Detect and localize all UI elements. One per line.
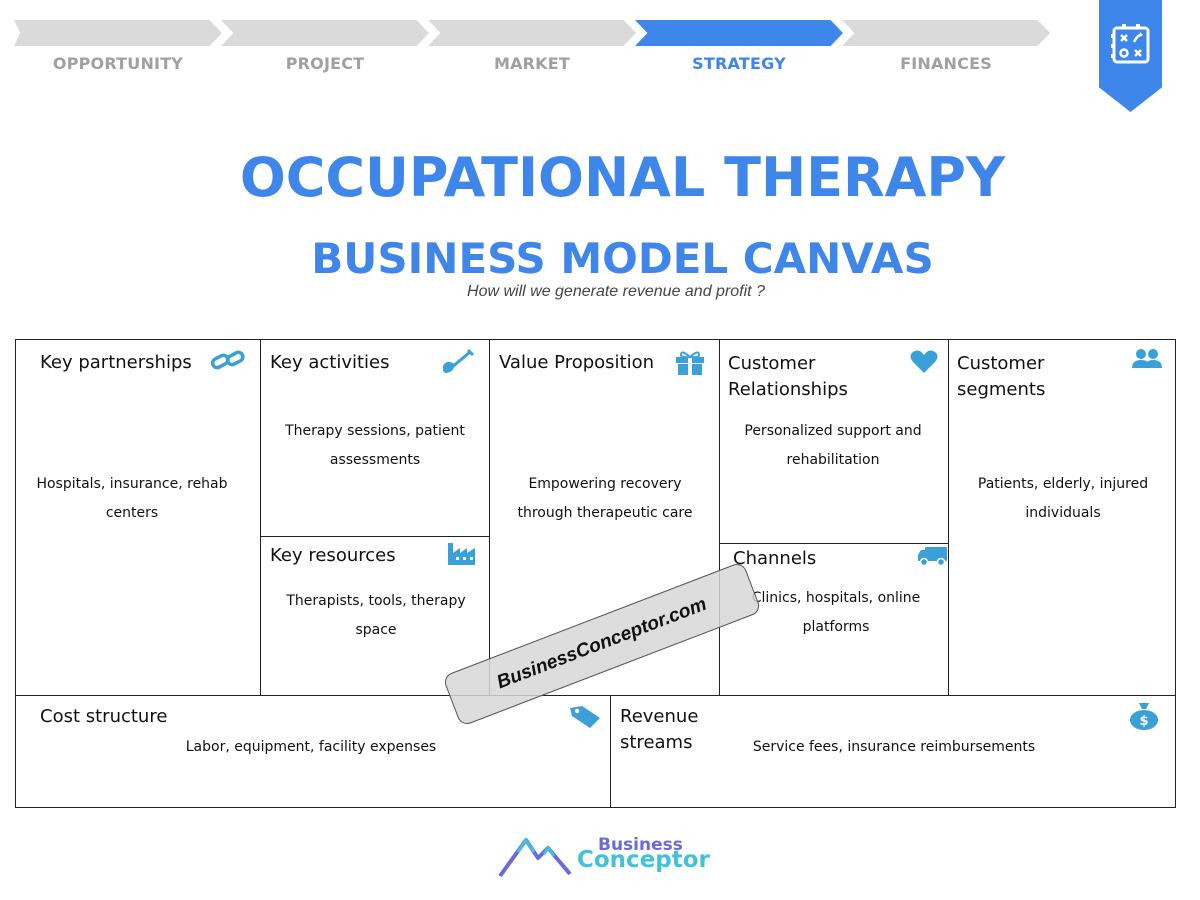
link-icon <box>210 350 245 370</box>
heart-icon <box>910 350 938 373</box>
key-partnerships-cell: Key partnerships Hospitals, insurance, r… <box>15 339 261 696</box>
cost-structure-cell: Cost structure Labor, equipment, facilit… <box>15 695 611 808</box>
factory-icon <box>448 543 475 565</box>
cell-text: Hospitals, insurance, rehab centers <box>36 476 228 521</box>
cell-title: Key resources <box>270 545 396 566</box>
business-conceptor-logo[interactable]: Business Conceptor <box>498 828 710 878</box>
strategy-bookmark[interactable] <box>1099 0 1162 112</box>
shovel-icon <box>442 348 475 373</box>
step-label: FINANCES <box>900 54 992 73</box>
strategy-board-icon <box>1111 24 1150 64</box>
users-icon <box>1132 349 1162 368</box>
step-chevron <box>428 20 636 46</box>
cell-title: Customer Relationships <box>728 353 848 400</box>
step-finances[interactable]: FINANCES <box>842 20 1050 76</box>
step-chevron <box>842 20 1050 46</box>
cell-text: Therapy sessions, patient assessments <box>285 423 465 468</box>
revenue-streams-cell: Revenue streams $ Service fees, insuranc… <box>610 695 1176 808</box>
cell-text: Therapists, tools, therapy space <box>286 593 466 638</box>
business-model-canvas: Key partnerships Hospitals, insurance, r… <box>15 339 1176 808</box>
cell-text: Service fees, insurance reimbursements <box>752 739 1036 755</box>
step-label: MARKET <box>493 54 571 73</box>
step-project[interactable]: PROJECT <box>221 20 429 76</box>
page-subtitle: BUSINESS MODEL CANVAS <box>311 234 934 283</box>
customer-segments-cell: Customer segments Patients, elderly, inj… <box>948 339 1176 696</box>
cell-text: Empowering recovery through therapeutic … <box>517 476 693 521</box>
channels-cell: Channels Clinics, hospitals, online plat… <box>719 543 949 696</box>
cell-text: Personalized support and rehabilitation <box>744 423 922 468</box>
truck-icon <box>918 547 947 567</box>
step-chevron <box>14 20 222 46</box>
step-label: OPPORTUNITY <box>52 54 184 73</box>
cell-title: Channels <box>733 548 817 569</box>
step-opportunity[interactable]: OPPORTUNITY <box>14 20 222 76</box>
cell-title: Key partnerships <box>40 352 192 373</box>
cell-title: Key activities <box>270 352 390 373</box>
tag-icon <box>570 706 600 728</box>
svg-text:$: $ <box>1139 714 1148 729</box>
key-activities-cell: Key activities Therapy sessions, patient… <box>260 339 490 537</box>
step-chevron <box>635 20 843 46</box>
cell-title: Value Proposition <box>499 352 655 373</box>
cell-text: Patients, elderly, injured individuals <box>977 476 1149 521</box>
cell-text: Clinics, hospitals, online platforms <box>751 590 921 635</box>
step-navigation: OPPORTUNITY PROJECT MARKET STRATEGY FINA… <box>14 20 1054 76</box>
tagline: How will we generate revenue and profit … <box>467 283 765 300</box>
step-strategy[interactable]: STRATEGY <box>635 20 843 76</box>
cell-text: Labor, equipment, facility expenses <box>185 739 437 755</box>
mountain-logo-icon <box>498 837 572 878</box>
logo-line2: Conceptor <box>577 847 710 873</box>
customer-relationships-cell: Customer Relationships Personalized supp… <box>719 339 949 544</box>
cell-title: Customer segments <box>957 353 1046 400</box>
step-label: PROJECT <box>285 54 365 73</box>
gift-icon <box>676 351 704 375</box>
step-label: STRATEGY <box>692 54 786 73</box>
money-bag-icon: $ <box>1130 703 1158 730</box>
cell-title: Cost structure <box>40 706 168 727</box>
step-market[interactable]: MARKET <box>428 20 636 76</box>
logo-line1: Business <box>598 835 683 855</box>
step-chevron <box>221 20 429 46</box>
cell-title: Revenue streams <box>620 706 699 753</box>
page-title: OCCUPATIONAL THERAPY <box>239 146 1006 209</box>
